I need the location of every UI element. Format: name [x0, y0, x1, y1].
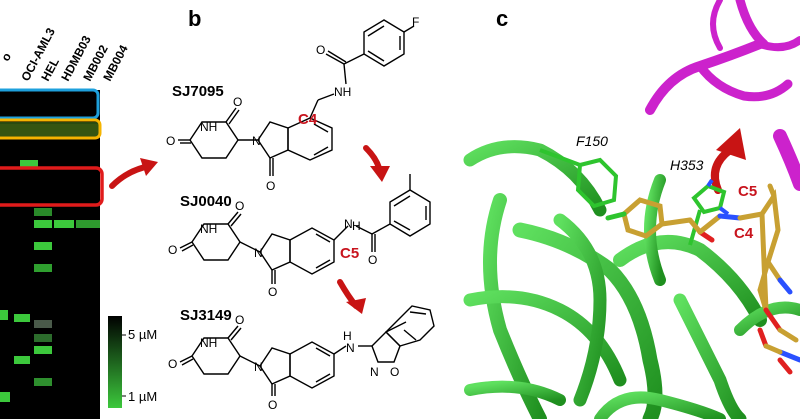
structure-sj7095: [178, 19, 415, 176]
position-label: C4: [298, 111, 318, 128]
cell-line-labels: o OCI-AML3 HEL HDMB03 MB002 MB004: [0, 25, 131, 83]
svg-text:O: O: [268, 398, 277, 412]
svg-text:O: O: [235, 199, 244, 213]
partner-protein: [645, 0, 800, 191]
compound-name: SJ3149: [180, 307, 232, 324]
colorbar-bottom-label: 1 µM: [128, 389, 157, 404]
position-label-c5: C5: [738, 183, 757, 200]
atom-labels-sj3149: NH O O N O H N N O: [168, 313, 399, 412]
svg-text:F: F: [412, 15, 419, 29]
panel-letter-c: c: [496, 6, 508, 31]
svg-text:N: N: [252, 134, 261, 148]
svg-text:N: N: [370, 365, 379, 379]
cell-line-label-clipped: o: [0, 50, 14, 63]
arrow-b2-head: [346, 298, 366, 314]
svg-text:N: N: [344, 217, 353, 231]
colorbar: [108, 316, 122, 408]
svg-text:N: N: [254, 246, 263, 260]
svg-text:N: N: [346, 341, 355, 355]
main-protein: [463, 140, 800, 419]
highlight-box-red: [0, 166, 104, 207]
svg-text:O: O: [266, 179, 275, 193]
ligand: [605, 183, 800, 375]
svg-text:O: O: [166, 134, 175, 148]
svg-text:O: O: [233, 95, 242, 109]
svg-text:O: O: [235, 313, 244, 327]
svg-text:NH: NH: [334, 85, 351, 99]
panel-a: o OCI-AML3 HEL HDMB03 MB002 MB004: [0, 25, 157, 419]
panel-b: b SJ7095: [166, 6, 435, 412]
position-label: C5: [340, 245, 359, 262]
svg-text:O: O: [268, 285, 277, 299]
compound-name: SJ7095: [172, 83, 224, 100]
atom-labels-sj0040: NH O O N O N H O: [168, 199, 377, 299]
svg-text:O: O: [368, 253, 377, 267]
residue-label-h353: H353: [670, 157, 704, 173]
panel-c: c: [463, 0, 800, 419]
arrow-c: [711, 146, 734, 194]
compound-name: SJ0040: [180, 193, 232, 210]
arrow-b1-head: [370, 166, 390, 182]
svg-text:O: O: [390, 365, 399, 379]
svg-text:H: H: [352, 219, 361, 233]
structure-sj3149: [179, 305, 435, 396]
residue-label-f150: F150: [576, 133, 608, 149]
highlight-box-orange: [0, 118, 102, 140]
svg-text:O: O: [168, 243, 177, 257]
highlight-box-blue: [0, 88, 100, 120]
heatmap: [0, 90, 100, 419]
heatmap-cells: [0, 122, 100, 402]
panel-letter-b: b: [188, 6, 201, 31]
structure-sj0040: [179, 174, 431, 284]
arrow-a-to-b-head: [140, 158, 158, 176]
svg-text:O: O: [316, 43, 325, 57]
arrow-c-head: [716, 128, 746, 160]
svg-text:NH: NH: [200, 222, 217, 236]
svg-text:O: O: [168, 357, 177, 371]
svg-text:H: H: [343, 329, 352, 343]
svg-text:NH: NH: [200, 120, 217, 134]
atom-labels-sj7095: NH O O N O NH O F: [166, 15, 419, 193]
colorbar-top-label: 5 µM: [128, 327, 157, 342]
residue-f150: [539, 148, 619, 209]
svg-text:NH: NH: [200, 336, 217, 350]
svg-text:N: N: [254, 360, 263, 374]
position-label-c4: C4: [734, 225, 754, 242]
